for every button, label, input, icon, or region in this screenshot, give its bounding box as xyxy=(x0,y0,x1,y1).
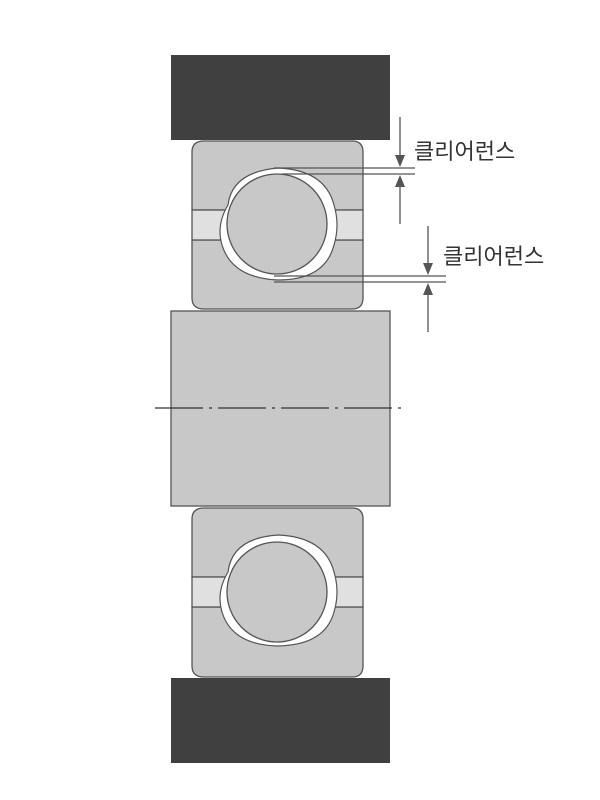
arrow-up-icon xyxy=(423,283,433,295)
arrow-up-icon xyxy=(395,175,405,187)
clearance-label-top: 클리어런스 xyxy=(414,140,515,165)
housing-top xyxy=(171,55,390,140)
arrow-down-icon xyxy=(423,263,433,275)
housing-bottom xyxy=(171,678,390,763)
upper-bearing xyxy=(191,140,364,310)
clearance-label-bottom: 클리어런스 xyxy=(443,245,544,270)
arrow-down-icon xyxy=(395,155,405,167)
lower-ball xyxy=(226,541,328,643)
clearance-dimension-bottom: 클리어런스 xyxy=(274,226,544,332)
clearance-dimension-top: 클리어런스 xyxy=(274,117,515,224)
upper-ball xyxy=(226,173,328,275)
lower-bearing xyxy=(191,507,364,678)
